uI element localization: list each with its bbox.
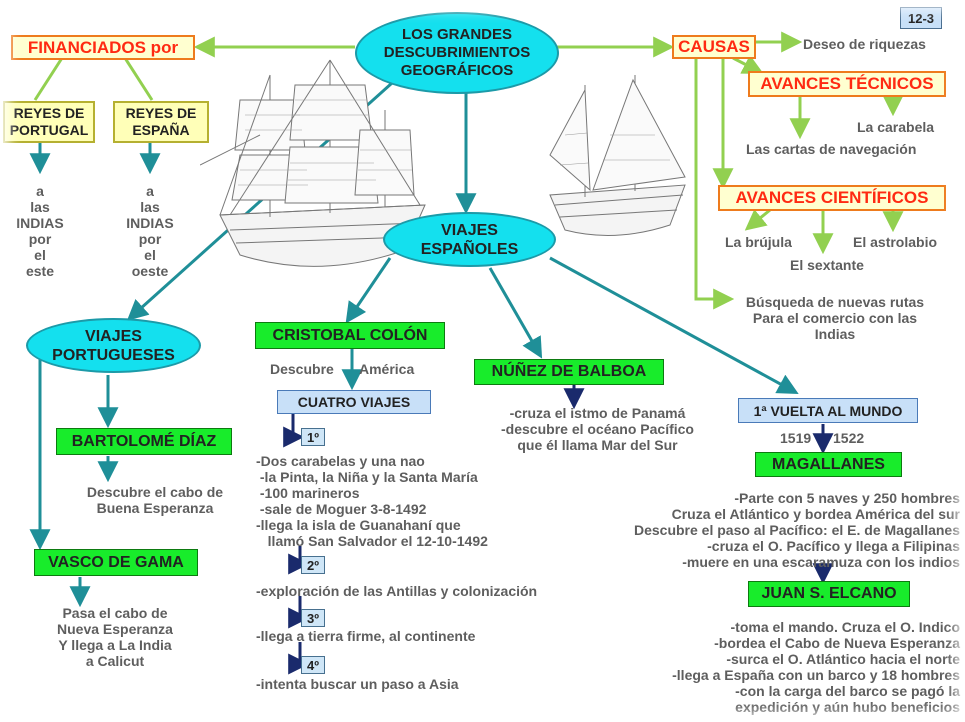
balboa-text: -cruza el istmo de Panamá -descubre el o…	[501, 405, 694, 453]
viaje-4-text: -intenta buscar un paso a Asia	[256, 676, 459, 692]
avances-cientificos-box: AVANCES CIENTÍFICOS	[718, 185, 946, 211]
viaje-3-text: -llega a tierra firme, al continente	[256, 628, 476, 644]
viaje-3-badge: 3º	[301, 609, 325, 627]
brujula-text: La brújula	[725, 234, 792, 250]
cristobal-colon-box: CRISTOBAL COLÓN	[255, 322, 445, 349]
bartolome-diaz-text: Descubre el cabo de Buena Esperanza	[86, 484, 224, 516]
viajes-espanoles-oval: VIAJES ESPAÑOLES	[383, 212, 556, 267]
viaje-2-badge: 2º	[301, 556, 325, 574]
viajes-portugueses-oval: VIAJES PORTUGUESES	[26, 318, 201, 373]
elcano-text: -toma el mando. Cruza el O. Indico -bord…	[672, 619, 960, 715]
magallanes-box: MAGALLANES	[755, 452, 902, 477]
reyes-espana-box: REYES DE ESPAÑA	[113, 101, 209, 143]
avances-tecnicos-box: AVANCES TÉCNICOS	[748, 71, 946, 97]
financiados-box: FINANCIADOS por	[11, 35, 195, 60]
carabela-ship-illustration	[549, 75, 686, 236]
astrolabio-text: El astrolabio	[853, 234, 938, 250]
espana-route-text: a las INDIAS por el oeste	[126, 183, 174, 279]
cartas-navegacion-text: Las cartas de navegación	[746, 141, 917, 157]
vasco-gama-text: Pasa el cabo de Nueva Esperanza Y llega …	[57, 605, 173, 669]
sextante-text: El sextante	[790, 257, 864, 273]
nunez-balboa-box: NÚÑEZ DE BALBOA	[474, 359, 664, 385]
juan-elcano-box: JUAN S. ELCANO	[748, 581, 910, 607]
nuevas-rutas-text: Búsqueda de nuevas rutas Para el comerci…	[745, 294, 925, 342]
year-1522-text: 1522	[833, 430, 865, 446]
magallanes-text: -Parte con 5 naves y 250 hombres Cruza e…	[633, 490, 960, 570]
vuelta-mundo-box: 1ª VUELTA AL MUNDO	[738, 398, 918, 423]
main-topic-oval: LOS GRANDES DESCUBRIMIENTOS GEOGRÁFICOS	[355, 12, 559, 94]
year-1519-text: 1519	[780, 430, 812, 446]
viaje-2-text: -exploración de las Antillas y colonizac…	[256, 583, 538, 599]
nao-ship-illustration	[200, 59, 426, 267]
reyes-portugal-box: REYES DE PORTUGAL	[3, 101, 95, 143]
carabela-text: La carabela	[857, 119, 935, 135]
bartolome-diaz-box: BARTOLOMÉ DÍAZ	[56, 428, 232, 455]
america-text: América	[359, 361, 415, 377]
causas-box: CAUSAS	[672, 35, 756, 59]
page-tag: 12-3	[900, 7, 942, 29]
cuatro-viajes-box: CUATRO VIAJES	[277, 390, 431, 414]
deseo-riquezas-text: Deseo de riquezas	[803, 36, 926, 52]
descubre-text: Descubre	[270, 361, 334, 377]
viaje-4-badge: 4º	[301, 656, 325, 674]
viaje-1-badge: 1º	[301, 428, 325, 446]
viaje-1-text: -Dos carabelas y una nao -la Pinta, la N…	[256, 453, 488, 549]
vasco-gama-box: VASCO DE GAMA	[34, 549, 198, 576]
portugal-route-text: a las INDIAS por el este	[16, 183, 64, 279]
